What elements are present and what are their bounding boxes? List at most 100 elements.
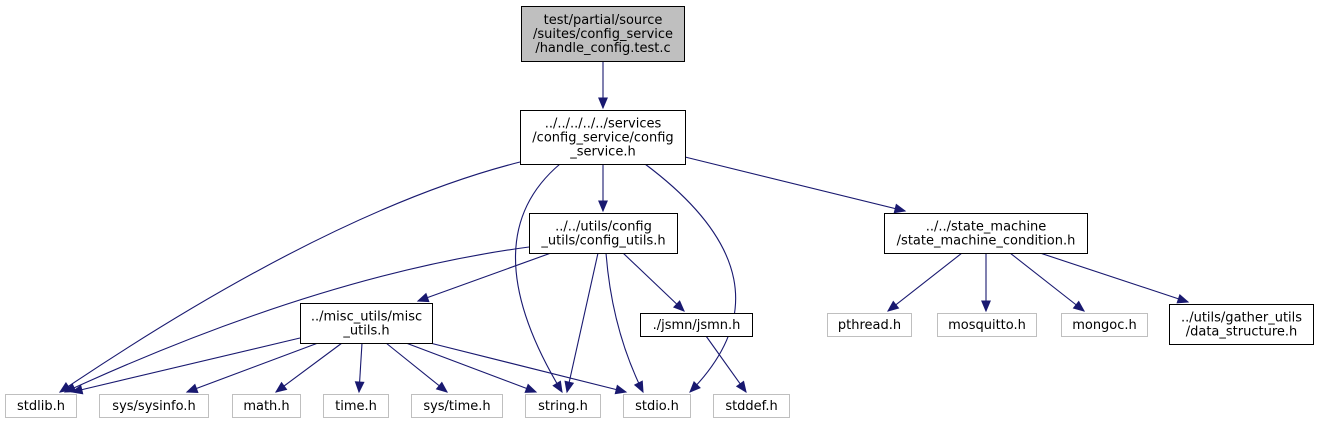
node-box [525, 394, 601, 418]
node-box [623, 394, 691, 418]
edge-config_service_h-to-stdio_h [644, 163, 737, 393]
node-misc-utils-h[interactable]: ../misc_utils/misc_utils.h [300, 303, 433, 344]
arrowhead-icon [1176, 293, 1190, 304]
edge-line [605, 252, 644, 393]
arrowhead-icon [672, 300, 685, 312]
arrowhead-icon [435, 381, 449, 393]
edge-line [71, 337, 301, 393]
node-data-structure-h[interactable]: ../utils/gather_utils/data_structure.h [1169, 304, 1314, 345]
node-label-line: time.h [335, 399, 377, 414]
arrowhead-icon [598, 200, 608, 213]
node-label-line: stdlib.h [17, 399, 65, 414]
node-sys-time-h: sys/time.h [411, 394, 503, 418]
node-box [529, 213, 678, 254]
node-label-line: pthread.h [838, 318, 901, 333]
node-label-line: _service.h [569, 145, 635, 160]
node-box [884, 213, 1088, 254]
edge-misc_utils_h-to-string_h [405, 342, 538, 393]
edge-line [385, 342, 448, 393]
edge-misc_utils_h-to-time_h [354, 342, 365, 394]
arrowhead-icon [598, 97, 608, 110]
arrowhead-icon [614, 384, 628, 395]
node-label-line: /data_structure.h [1186, 325, 1298, 340]
node-config-service-h[interactable]: ../../../../../services/config_service/c… [520, 110, 686, 165]
edge-config_utils_h-to-jsmn_h [622, 252, 685, 312]
node-label-line: ../../utils/config [555, 220, 652, 235]
node-label-line: test/partial/source [544, 13, 663, 28]
edges-layer [58, 61, 1190, 395]
edge-config_utils_h-to-misc_utils_h [416, 252, 552, 303]
edge-line [417, 252, 552, 302]
node-box [300, 303, 433, 344]
node-jsmn-h[interactable]: ./jsmn/jsmn.h [640, 313, 753, 337]
node-state-machine-condition-h[interactable]: ../../state_machine/state_machine_condit… [884, 213, 1088, 254]
arrowhead-icon [524, 383, 538, 393]
node-box [521, 6, 685, 62]
node-label-line: /state_machine_condition.h [897, 234, 1076, 249]
arrowhead-icon [552, 380, 563, 394]
edge-line [644, 163, 737, 393]
edge-line [566, 252, 599, 393]
node-box [937, 313, 1037, 337]
node-string-h: string.h [525, 394, 601, 418]
node-box [323, 394, 389, 418]
node-box [5, 394, 77, 418]
node-label-line: ../utils/gather_utils [1181, 311, 1302, 326]
node-box [411, 394, 503, 418]
edge-state_machine_condition_h-to-mongoc_h [1009, 252, 1086, 312]
edge-line [1009, 252, 1085, 312]
node-time-h: time.h [323, 394, 389, 418]
edge-line [275, 342, 343, 393]
node-label-line: _utils.h [342, 324, 389, 339]
node-box [520, 110, 686, 165]
node-label-line: string.h [538, 399, 588, 414]
edge-misc_utils_h-to-sys_time_h [385, 342, 449, 393]
edge-config_utils_h-to-stdlib_h [63, 246, 530, 393]
arrowhead-icon [886, 300, 900, 312]
edge-line [515, 163, 563, 393]
edge-jsmn_h-to-stddef_h [705, 335, 747, 394]
edge-state_machine_condition_h-to-data_structure_h [1039, 252, 1190, 304]
arrowhead-icon [735, 380, 747, 394]
node-label-line: mongoc.h [1072, 318, 1137, 333]
node-box [232, 394, 301, 418]
node-label-line: sys/sysinfo.h [112, 399, 195, 414]
arrowhead-icon [185, 383, 199, 393]
edge-line [1039, 252, 1189, 303]
edge-config_service_h-to-string_h [515, 163, 563, 394]
edge-state_machine_condition_h-to-mosquitto_h [981, 253, 991, 313]
node-box [1169, 304, 1314, 345]
node-label-line: stdio.h [635, 399, 679, 414]
node-label-line: math.h [243, 399, 289, 414]
node-box [827, 313, 912, 337]
edge-line [429, 342, 627, 393]
node-pthread-h: pthread.h [827, 313, 912, 337]
arrowhead-icon [689, 381, 701, 393]
node-label-line: ../../../../../services [545, 117, 662, 132]
arrowhead-icon [70, 384, 84, 395]
edge-config_utils_h-to-stdio_h [605, 252, 644, 394]
edge-state_machine_condition_h-to-pthread_h [886, 252, 963, 312]
node-box [713, 394, 790, 418]
node-label-line: stddef.h [725, 399, 777, 414]
node-label-line: mosquitto.h [948, 318, 1026, 333]
edge-root-to-config_service_h [598, 61, 608, 110]
node-stdlib-h: stdlib.h [5, 394, 77, 418]
arrowhead-icon [564, 380, 575, 394]
edge-misc_utils_h-to-stdio_h [429, 342, 628, 395]
edge-line [59, 161, 521, 393]
node-math-h: math.h [232, 394, 301, 418]
node-config-utils-h[interactable]: ../../utils/config_utils/config_utils.h [529, 213, 678, 254]
node-box [99, 394, 209, 418]
edge-line [64, 246, 530, 393]
node-root[interactable]: test/partial/source/suites/config_servic… [521, 6, 685, 62]
edge-config_service_h-to-config_utils_h [598, 164, 608, 213]
node-mongoc-h: mongoc.h [1061, 313, 1148, 337]
node-label-line: /config_service/config [532, 131, 673, 146]
arrowhead-icon [893, 203, 907, 214]
arrowhead-icon [981, 300, 991, 313]
arrowhead-icon [633, 380, 644, 394]
edge-misc_utils_h-to-math_h [274, 342, 343, 393]
node-label-line: /suites/config_service [533, 27, 673, 42]
edge-config_utils_h-to-string_h [564, 252, 599, 394]
